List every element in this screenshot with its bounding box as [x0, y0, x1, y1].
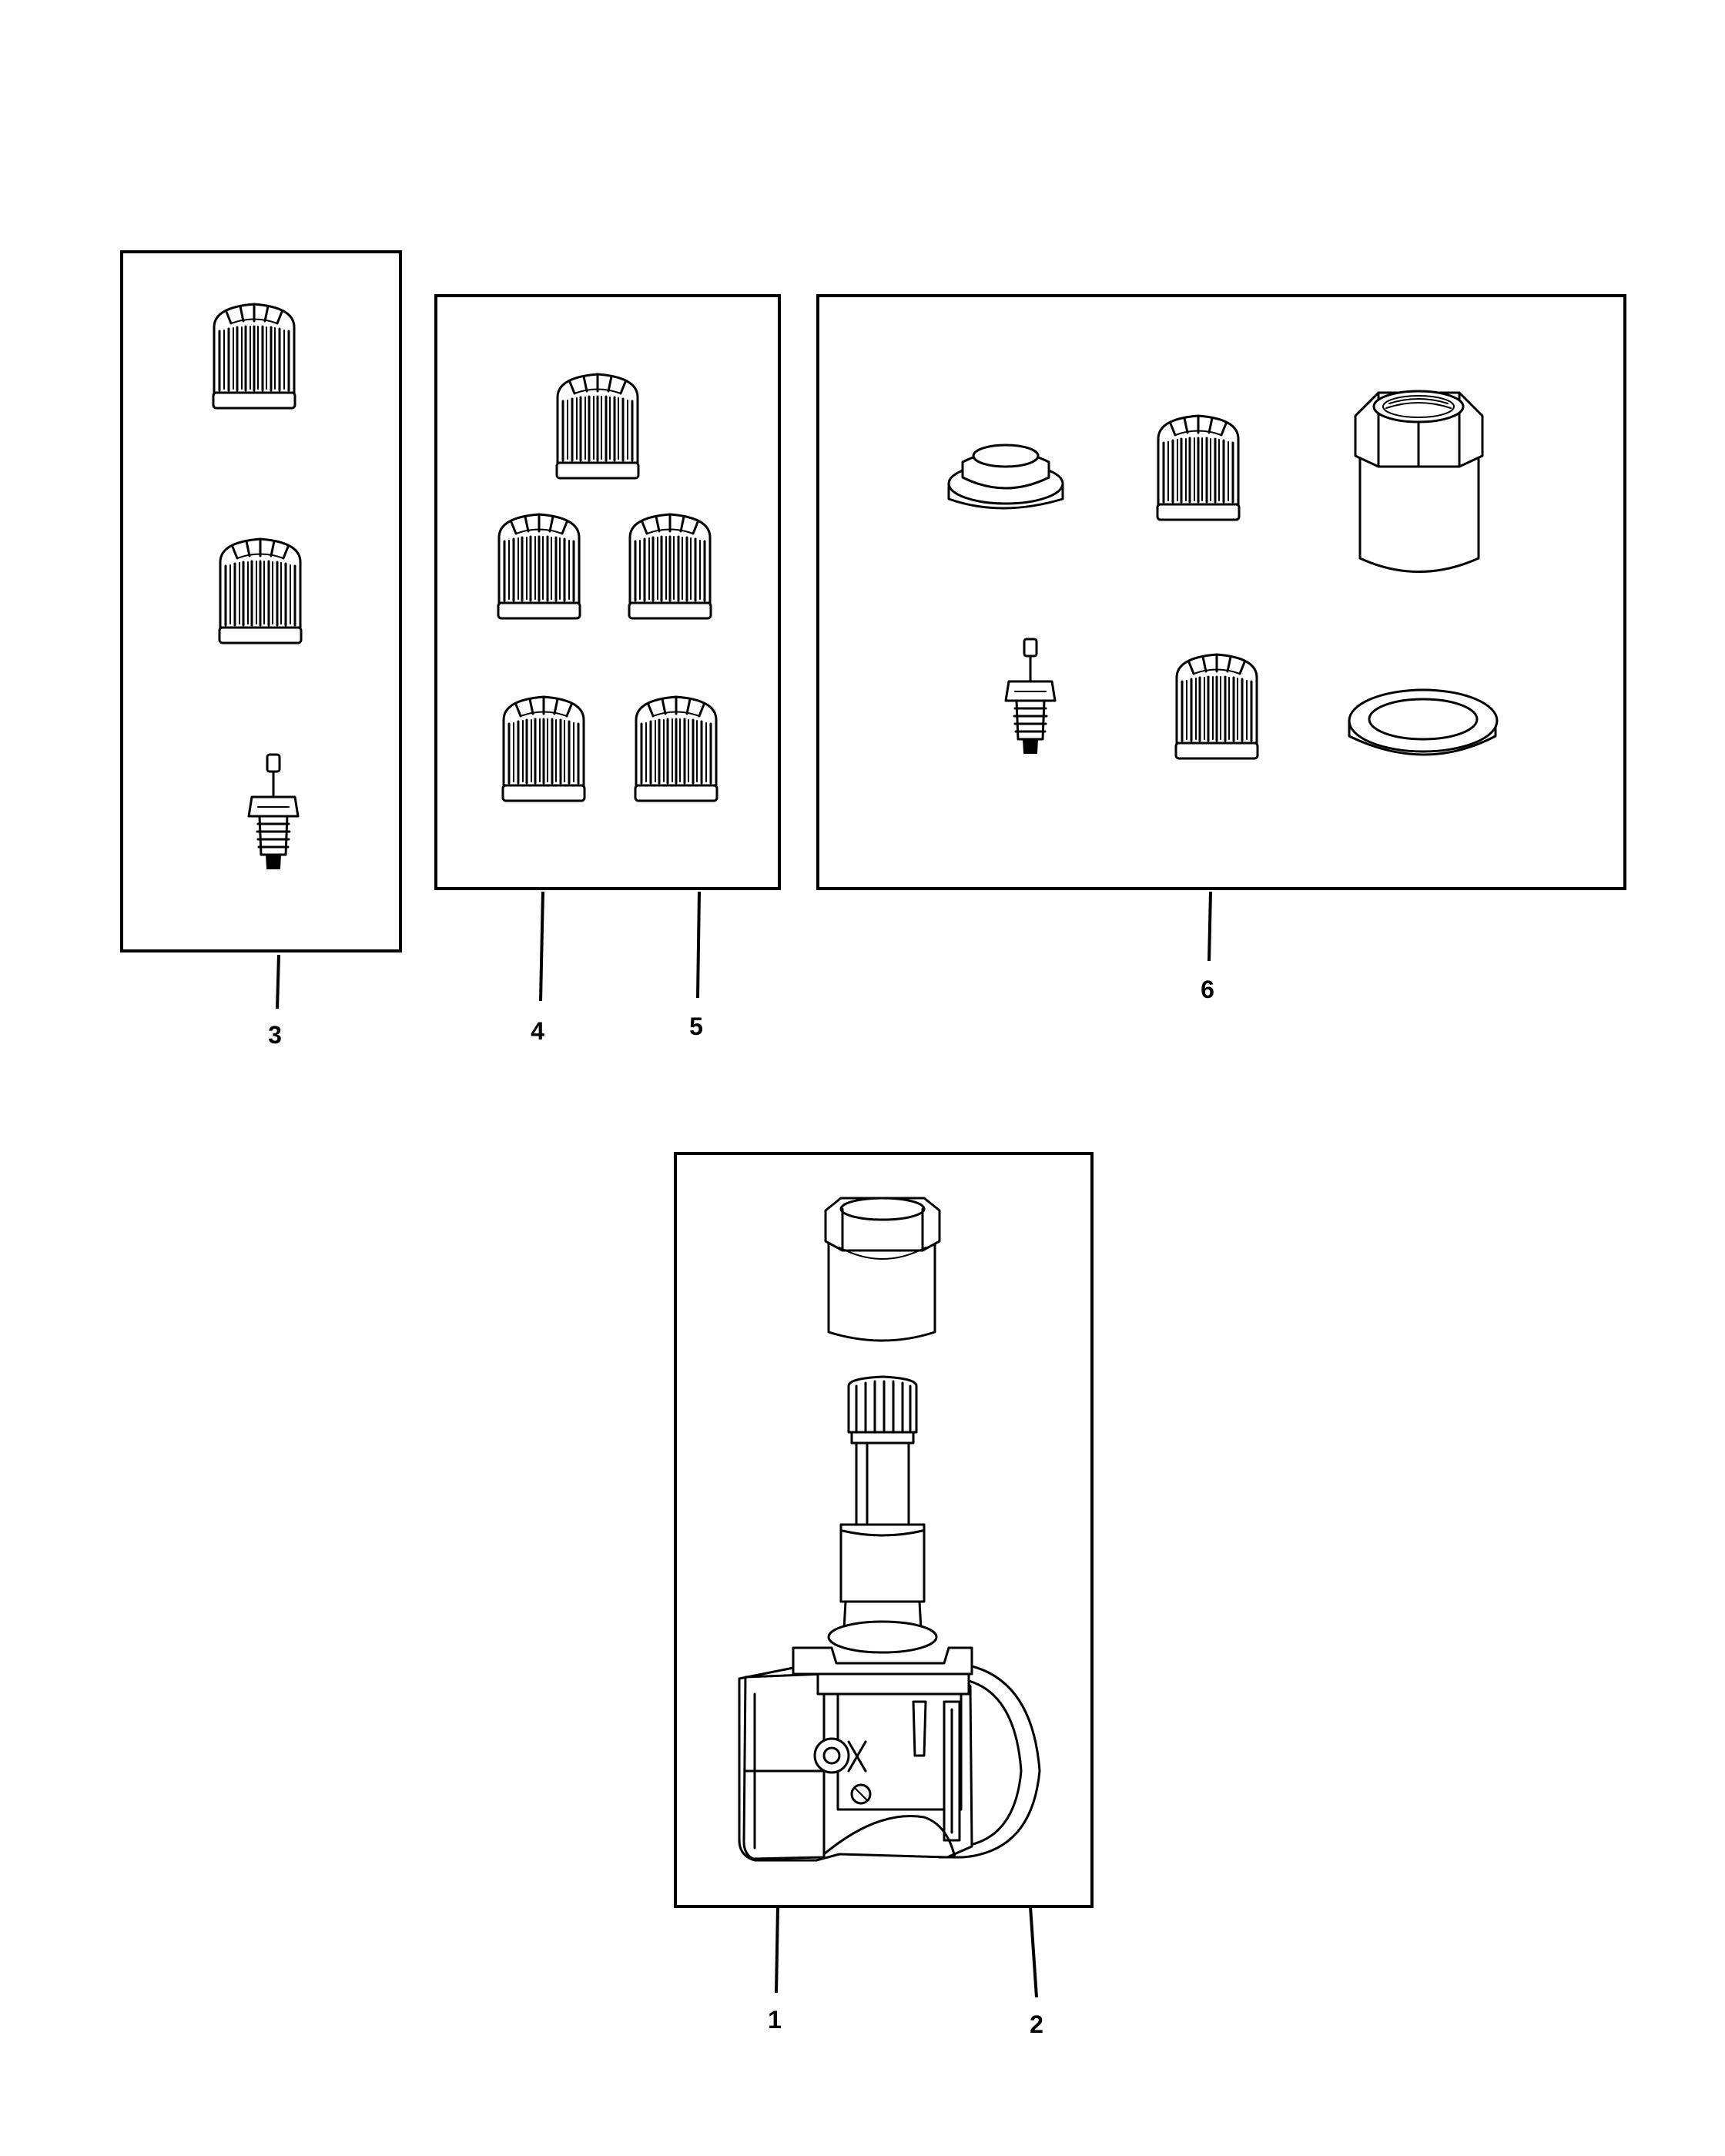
kit-4-5-box [434, 294, 781, 890]
hex-nut-icon [1354, 390, 1484, 573]
valve-core-icon [1004, 638, 1057, 755]
leader-line-4 [539, 891, 544, 1002]
leader-line-1 [775, 1906, 779, 1994]
valve-cap-icon [634, 695, 718, 802]
callout-2: 2 [1030, 2010, 1043, 2038]
callout-3: 3 [268, 1021, 282, 1049]
sensor-hex-nut-icon [824, 1197, 941, 1342]
valve-cap-icon [1156, 414, 1241, 521]
grommet-icon [947, 444, 1064, 510]
valve-core-icon [247, 753, 300, 870]
valve-stem-icon [827, 1375, 938, 1654]
leader-line-5 [696, 891, 701, 999]
tpms-sensor-body-icon [738, 1646, 1041, 1862]
valve-cap-icon [1174, 653, 1259, 760]
washer-icon [1348, 688, 1499, 756]
valve-cap-icon [501, 695, 586, 802]
leader-line-6 [1208, 891, 1212, 962]
valve-cap-icon [212, 303, 296, 410]
kit-6-box [816, 294, 1626, 890]
callout-4: 4 [531, 1017, 544, 1045]
valve-cap-icon [497, 513, 581, 620]
valve-cap-icon [628, 513, 712, 620]
leader-line-2 [1029, 1906, 1038, 1998]
leader-line-3 [276, 954, 280, 1009]
tpms-sensor-box [674, 1152, 1094, 1908]
callout-1: 1 [768, 2006, 782, 2034]
valve-cap-icon [218, 537, 303, 644]
callout-5: 5 [689, 1013, 703, 1040]
valve-cap-icon [555, 373, 640, 480]
callout-6: 6 [1201, 976, 1214, 1003]
kit-3-box [120, 250, 402, 952]
